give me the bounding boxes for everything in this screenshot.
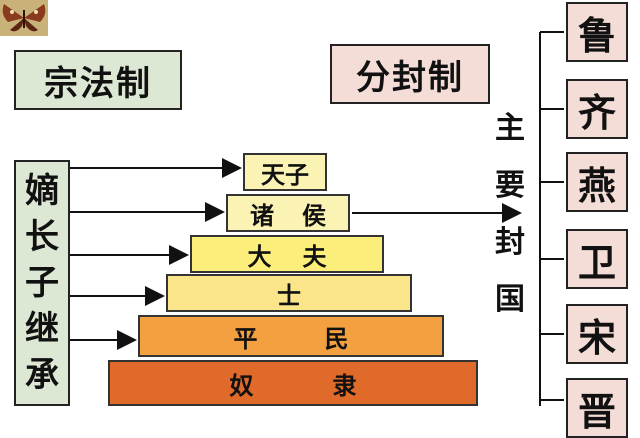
state-lu: 鲁 bbox=[566, 2, 628, 62]
tier-nuli: 奴 隶 bbox=[108, 360, 478, 406]
tier-tianzi: 天子 bbox=[243, 153, 327, 191]
tier-shi: 士 bbox=[166, 274, 412, 312]
state-qi: 齐 bbox=[566, 79, 628, 139]
tier-label: 士 bbox=[277, 280, 301, 310]
state-yan: 燕 bbox=[566, 152, 628, 212]
connector-lines bbox=[70, 31, 564, 406]
main-states-char: 封 bbox=[495, 225, 525, 260]
succession-char: 长 bbox=[25, 217, 59, 257]
tier-label-left: 奴 bbox=[229, 370, 254, 400]
tier-dafu: 大 夫 bbox=[190, 235, 384, 273]
title-zongfa: 宗法制 bbox=[14, 50, 182, 110]
succession-box: 嫡 长 子 继 承 bbox=[14, 160, 70, 406]
main-states-char: 要 bbox=[495, 168, 525, 203]
tier-zhuhou: 诸 侯 bbox=[226, 194, 350, 232]
butterfly-icon bbox=[0, 0, 48, 36]
succession-char: 承 bbox=[25, 355, 59, 395]
succession-char: 嫡 bbox=[25, 171, 59, 211]
tier-label-right: 民 bbox=[324, 323, 349, 353]
tier-label-right: 夫 bbox=[302, 241, 327, 271]
tier-label-left: 诸 bbox=[250, 200, 274, 230]
main-states-label: 主 要 封 国 bbox=[488, 100, 532, 328]
title-fenfeng: 分封制 bbox=[330, 44, 490, 104]
main-states-char: 主 bbox=[495, 111, 525, 146]
tier-label-left: 大 bbox=[247, 241, 272, 271]
succession-char: 继 bbox=[25, 309, 59, 349]
state-song: 宋 bbox=[566, 304, 628, 364]
tier-label: 天子 bbox=[261, 159, 309, 189]
tier-label-right: 隶 bbox=[332, 370, 357, 400]
state-jin: 晋 bbox=[566, 378, 628, 438]
state-wei: 卫 bbox=[566, 229, 628, 289]
tier-label-right: 侯 bbox=[302, 200, 326, 230]
tier-label-left: 平 bbox=[233, 323, 258, 353]
main-states-char: 国 bbox=[495, 282, 525, 317]
tier-pingmin: 平 民 bbox=[138, 315, 444, 357]
succession-char: 子 bbox=[25, 263, 59, 303]
